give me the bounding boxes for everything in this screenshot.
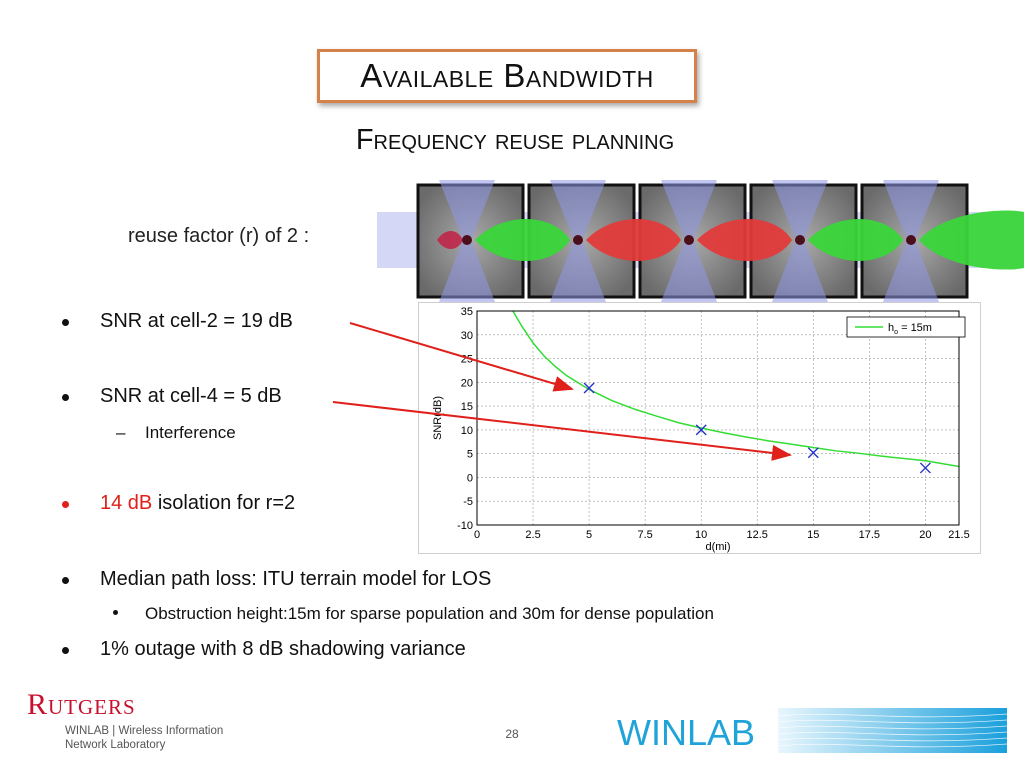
y-tick-label: 0 <box>467 472 473 484</box>
x-tick-label: 2.5 <box>525 529 540 541</box>
chart-grid <box>476 310 960 526</box>
bullet-dot-red <box>62 501 69 508</box>
x-tick-label: 12.5 <box>747 529 768 541</box>
lobe-green-1 <box>475 219 570 261</box>
snr-chart-frame: 0 2.5 5 7.5 10 12.5 15 17.5 20 21.5 35 30 25 20 15 10 5 0… <box>418 302 981 554</box>
winlab-wordmark: WINLAB <box>617 712 756 753</box>
x-tick-label: 10 <box>695 529 707 541</box>
y-tick-label: 30 <box>461 330 473 342</box>
slide-title: Available Bandwidth <box>360 57 654 94</box>
chart-x-axis-label: d(mi) <box>705 541 730 553</box>
chart-y-axis-label: SNR(dB) <box>432 396 444 440</box>
x-tick-label: 7.5 <box>637 529 652 541</box>
bullet-outage: 1% outage with 8 dB shadowing variance <box>100 638 466 660</box>
rutgers-subtitle-line2: Network Laboratory <box>65 739 166 751</box>
bullet-dot <box>62 647 69 654</box>
lobe-red-2 <box>586 219 681 261</box>
y-tick-label: 5 <box>467 449 473 461</box>
legend-label: ho = 15m <box>888 322 932 336</box>
reuse-factor-label: reuse factor (r) of 2 : <box>128 225 310 247</box>
bullet-isolation: 14 dB isolation for r=2 <box>100 492 295 515</box>
cell-reuse-diagram <box>377 180 1024 302</box>
y-tick-label: 15 <box>461 401 473 413</box>
data-marker <box>919 462 931 474</box>
bullet-path-loss: Median path loss: ITU terrain model for … <box>100 568 492 590</box>
x-tick-label: 15 <box>807 529 819 541</box>
snr-chart: 0 2.5 5 7.5 10 12.5 15 17.5 20 21.5 35 30 25 20 15 10 5 0… <box>432 306 970 553</box>
rutgers-subtitle-line1: WINLAB | Wireless Information <box>65 725 224 737</box>
bullet-dot <box>62 394 69 401</box>
y-tick-label: 25 <box>461 354 473 366</box>
legend-box <box>846 316 966 338</box>
rutgers-logo: Rutgers <box>27 688 136 721</box>
lobe-green-4 <box>808 219 903 261</box>
y-tick-label: 35 <box>461 306 473 318</box>
isolation-value: 14 dB <box>100 492 153 514</box>
bullet-dot <box>62 319 69 326</box>
plot-area-border <box>476 310 960 526</box>
x-tick-label: 20 <box>919 529 931 541</box>
x-tick-label: 21.5 <box>948 529 969 541</box>
sub-bullet-dot <box>113 610 118 615</box>
y-tick-label: 20 <box>461 377 473 389</box>
data-marker <box>807 447 819 459</box>
slide-subtitle: Frequency reuse planning <box>355 124 675 156</box>
y-tick-label: 10 <box>461 425 473 437</box>
sub-bullet-obstruction: Obstruction height:15m for sparse popula… <box>145 604 714 623</box>
title-box: Available Bandwidth <box>317 49 697 103</box>
rutgers-subtitle: WINLAB | Wireless Information Network La… <box>65 724 223 752</box>
data-marker <box>583 382 595 394</box>
sub-bullet-interference: Interference <box>145 423 236 442</box>
chart-legend: ho = 15m <box>846 316 966 338</box>
winlab-wave-logo <box>778 708 1007 753</box>
x-tick-label: 0 <box>474 529 480 541</box>
bullet-dot <box>62 577 69 584</box>
x-tick-label: 5 <box>586 529 592 541</box>
lobe-green-5 <box>919 210 1024 270</box>
sub-bullet-dash: – <box>116 423 126 442</box>
isolation-text: isolation for r=2 <box>152 492 296 514</box>
chart-tick-layer: 0 2.5 5 7.5 10 12.5 15 17.5 20 21.5 35 30 25 20 15 10 5 0… <box>457 306 970 541</box>
y-tick-label: -10 <box>457 520 473 532</box>
x-tick-label: 17.5 <box>859 529 880 541</box>
page-number: 28 <box>505 727 519 741</box>
y-tick-label: -5 <box>463 496 473 508</box>
bullet-snr-cell2: SNR at cell-2 = 19 dB <box>100 310 293 332</box>
lobe-red-3 <box>697 219 792 261</box>
bullet-snr-cell4: SNR at cell-4 = 5 dB <box>100 385 282 407</box>
